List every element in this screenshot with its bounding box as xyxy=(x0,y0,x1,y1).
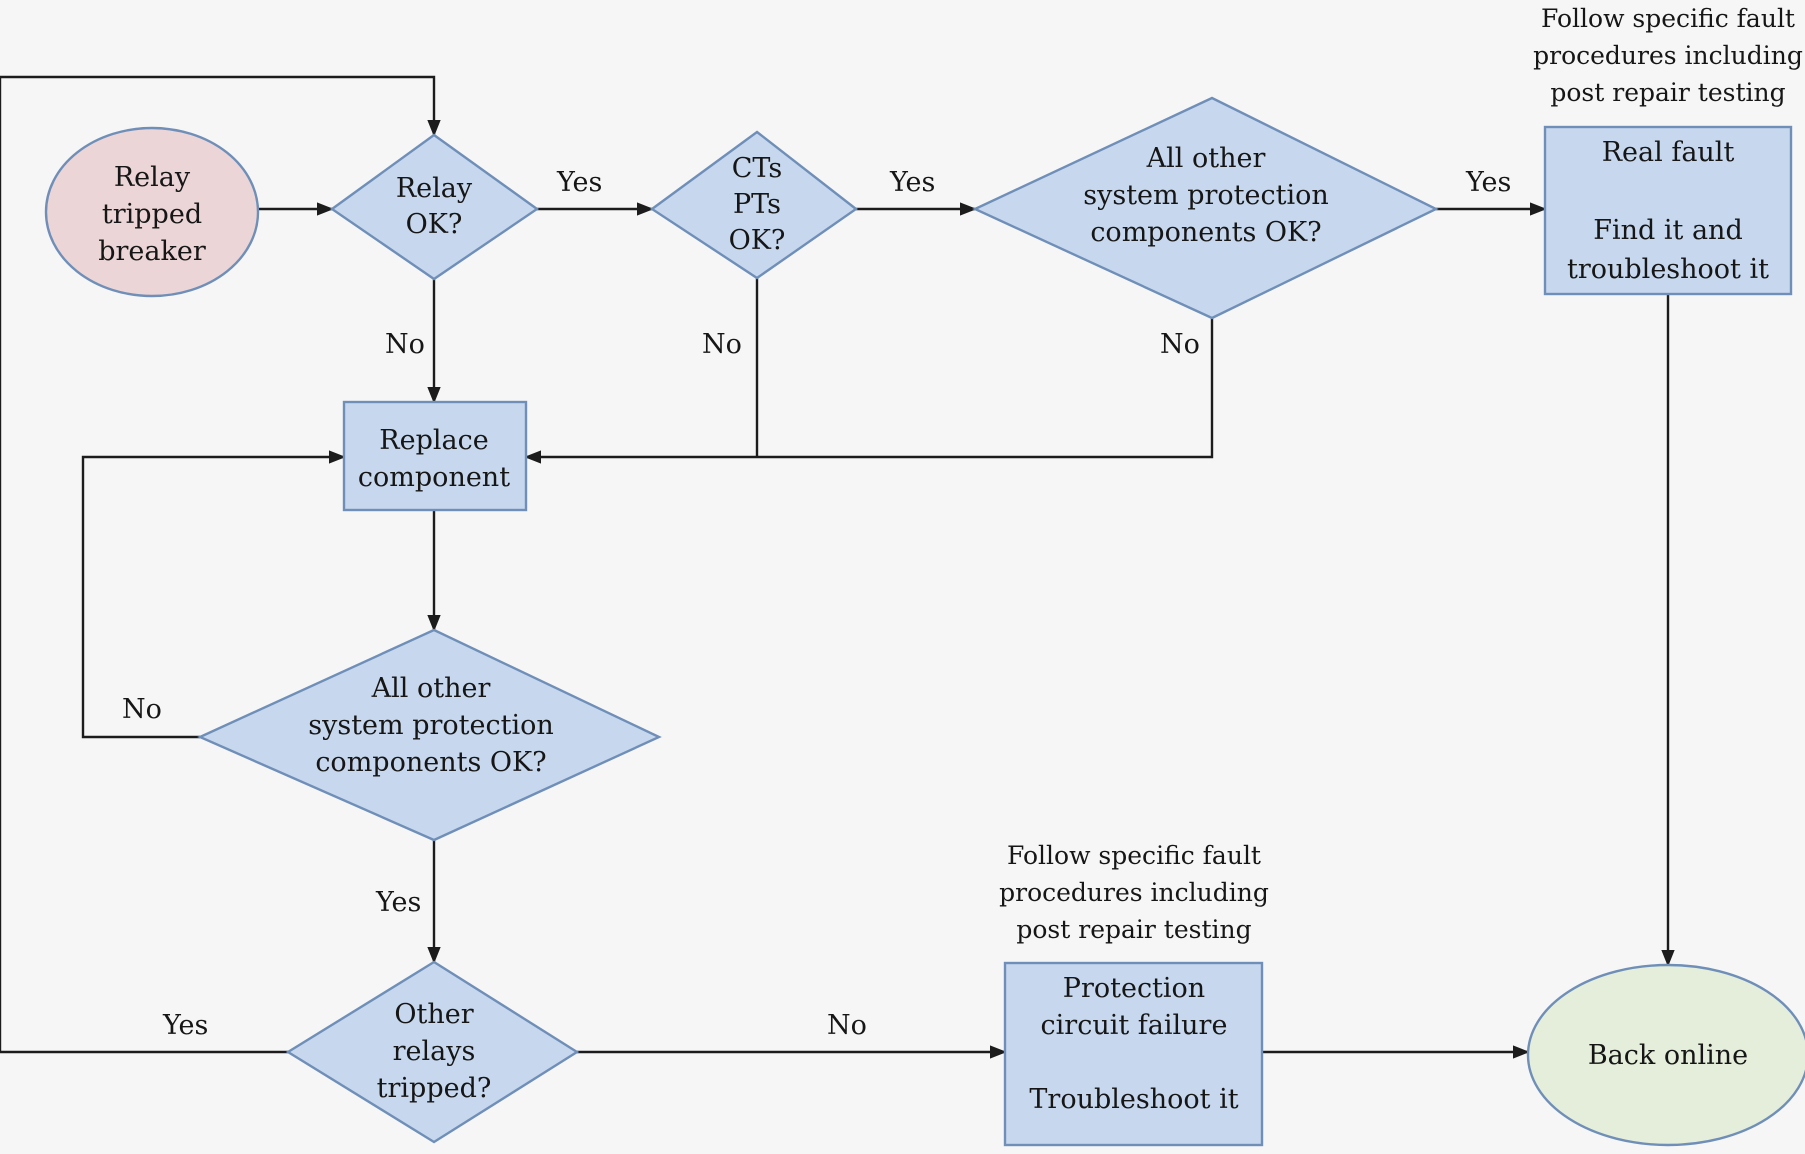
node-replace-component xyxy=(342,400,528,512)
label-relay-tripped-breaker-line: Relay xyxy=(114,162,191,193)
node-real-fault xyxy=(1543,125,1793,296)
label-real-fault-line: troubleshoot it xyxy=(1567,254,1769,285)
annotations: Follow specific fault procedures includin… xyxy=(999,4,1803,944)
edge-label-other-yes: Yes xyxy=(162,1010,208,1041)
decision-relay-ok xyxy=(329,133,540,281)
nodes xyxy=(44,96,1805,1147)
label-all-other-components-top-line: components OK? xyxy=(1090,217,1321,248)
edge-label-allmid-no: No xyxy=(122,694,162,725)
label-replace-component: Replace component xyxy=(358,425,510,493)
label-cts-pts-ok-line: OK? xyxy=(729,225,786,256)
edge-allmid-no-loop xyxy=(81,450,346,739)
label-all-other-components-mid-line: components OK? xyxy=(315,747,546,778)
label-relay-tripped-breaker-line: tripped xyxy=(102,199,202,230)
edge-label-alltop-no: No xyxy=(1160,329,1200,360)
note-bottom-middle: Follow specific fault procedures includin… xyxy=(999,841,1269,944)
label-other-relays-tripped-line: tripped? xyxy=(377,1073,492,1104)
note-bottom-middle-line: post repair testing xyxy=(1016,915,1251,944)
node-relay-tripped-breaker xyxy=(44,126,260,298)
label-relay-tripped-breaker-line: breaker xyxy=(98,236,206,267)
note-top-right-line: Follow specific fault xyxy=(1541,4,1795,33)
node-protection-circuit-failure xyxy=(1003,961,1264,1147)
note-top-right-line: post repair testing xyxy=(1550,78,1785,107)
edges xyxy=(0,75,1675,1059)
note-bottom-middle-line: Follow specific fault xyxy=(1007,841,1261,870)
label-all-other-components-mid-line: system protection xyxy=(308,710,554,741)
label-other-relays-tripped-line: relays xyxy=(393,1036,476,1067)
label-replace-component-line: component xyxy=(358,462,510,493)
label-all-other-components-mid: All other system protection components OK? xyxy=(308,673,554,778)
label-all-other-components-top-line: All other xyxy=(1146,143,1266,174)
node-back-online xyxy=(1526,963,1805,1147)
label-all-other-components-mid-line: All other xyxy=(371,673,491,704)
decision-cts-pts-ok xyxy=(649,130,859,280)
label-other-relays-tripped-line: Other xyxy=(394,999,473,1030)
edge-label-allmid-yes: Yes xyxy=(375,887,421,918)
label-cts-pts-ok-line: CTs xyxy=(732,153,783,184)
label-back-online: Back online xyxy=(1588,1040,1748,1071)
label-other-relays-tripped: Other relays tripped? xyxy=(377,999,492,1104)
edge-other-yes-loop xyxy=(0,75,441,1054)
label-all-other-components-top-line: system protection xyxy=(1083,180,1329,211)
label-relay-tripped-breaker: Relay tripped breaker xyxy=(98,162,206,267)
edge-label-other-no: No xyxy=(827,1010,867,1041)
label-real-fault-line: Real fault xyxy=(1602,137,1735,168)
decision-other-relays-tripped xyxy=(285,960,580,1144)
label-replace-component-line: Replace xyxy=(379,425,488,456)
label-protection-circuit-failure-line: circuit failure xyxy=(1041,1010,1228,1041)
edge-label-alltop-yes: Yes xyxy=(1465,167,1511,198)
label-relay-ok-line: OK? xyxy=(406,209,463,240)
label-back-online-line: Back online xyxy=(1588,1040,1748,1071)
edge-label-ctpt-no: No xyxy=(702,329,742,360)
note-top-right: Follow specific fault procedures includin… xyxy=(1533,4,1803,107)
label-all-other-components-top: All other system protection components OK? xyxy=(1083,143,1329,248)
note-top-right-line: procedures including xyxy=(1533,41,1803,70)
label-real-fault-line: Find it and xyxy=(1593,215,1742,246)
decision-all-other-components-top xyxy=(972,96,1439,320)
label-protection-circuit-failure-line: Protection xyxy=(1063,973,1205,1004)
label-cts-pts-ok-line: PTs xyxy=(733,189,781,220)
note-bottom-middle-line: procedures including xyxy=(999,878,1269,907)
decision-all-other-components-mid xyxy=(197,628,662,842)
edge-labels: Yes No Yes No Yes No No Yes Yes No xyxy=(122,167,1511,1041)
label-relay-ok-line: Relay xyxy=(396,173,473,204)
edge-label-relay-no: No xyxy=(385,329,425,360)
edge-alltop-no-path xyxy=(524,318,1214,464)
edge-label-ctpt-yes: Yes xyxy=(889,167,935,198)
edge-label-relay-yes: Yes xyxy=(556,167,602,198)
label-protection-circuit-failure-line: Troubleshoot it xyxy=(1029,1084,1238,1115)
